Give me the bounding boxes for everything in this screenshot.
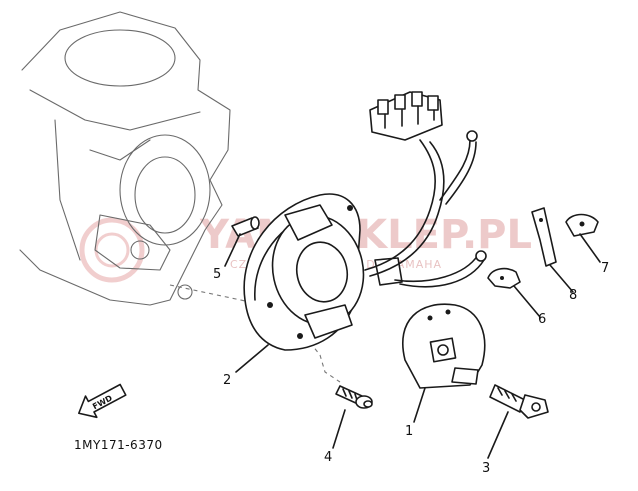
wire-harness [364,91,487,288]
diagram-code: 1MY171-6370 [74,438,163,452]
callout-5: 5 [213,267,221,282]
part-4-screw [335,385,373,409]
part-8-bracket [531,207,557,267]
part-6-clamp [487,267,521,289]
fwd-arrow: FWD [78,383,127,419]
callout-4: 4 [324,450,332,465]
part-7-clip [565,213,599,237]
callouts: 1 2 3 4 5 6 7 8 [213,261,609,476]
callout-6: 6 [538,312,546,327]
part-1-advancer [402,303,486,389]
crankcase [19,11,231,306]
leader-lines [224,233,601,459]
callout-7: 7 [601,261,609,276]
callout-1: 1 [405,424,413,439]
part-3-bolt [489,384,549,419]
part-2-stator-base [243,193,403,351]
callout-8: 8 [569,288,577,303]
part-5-pin [231,216,260,237]
callout-3: 3 [482,461,490,476]
callout-2: 2 [223,373,231,388]
